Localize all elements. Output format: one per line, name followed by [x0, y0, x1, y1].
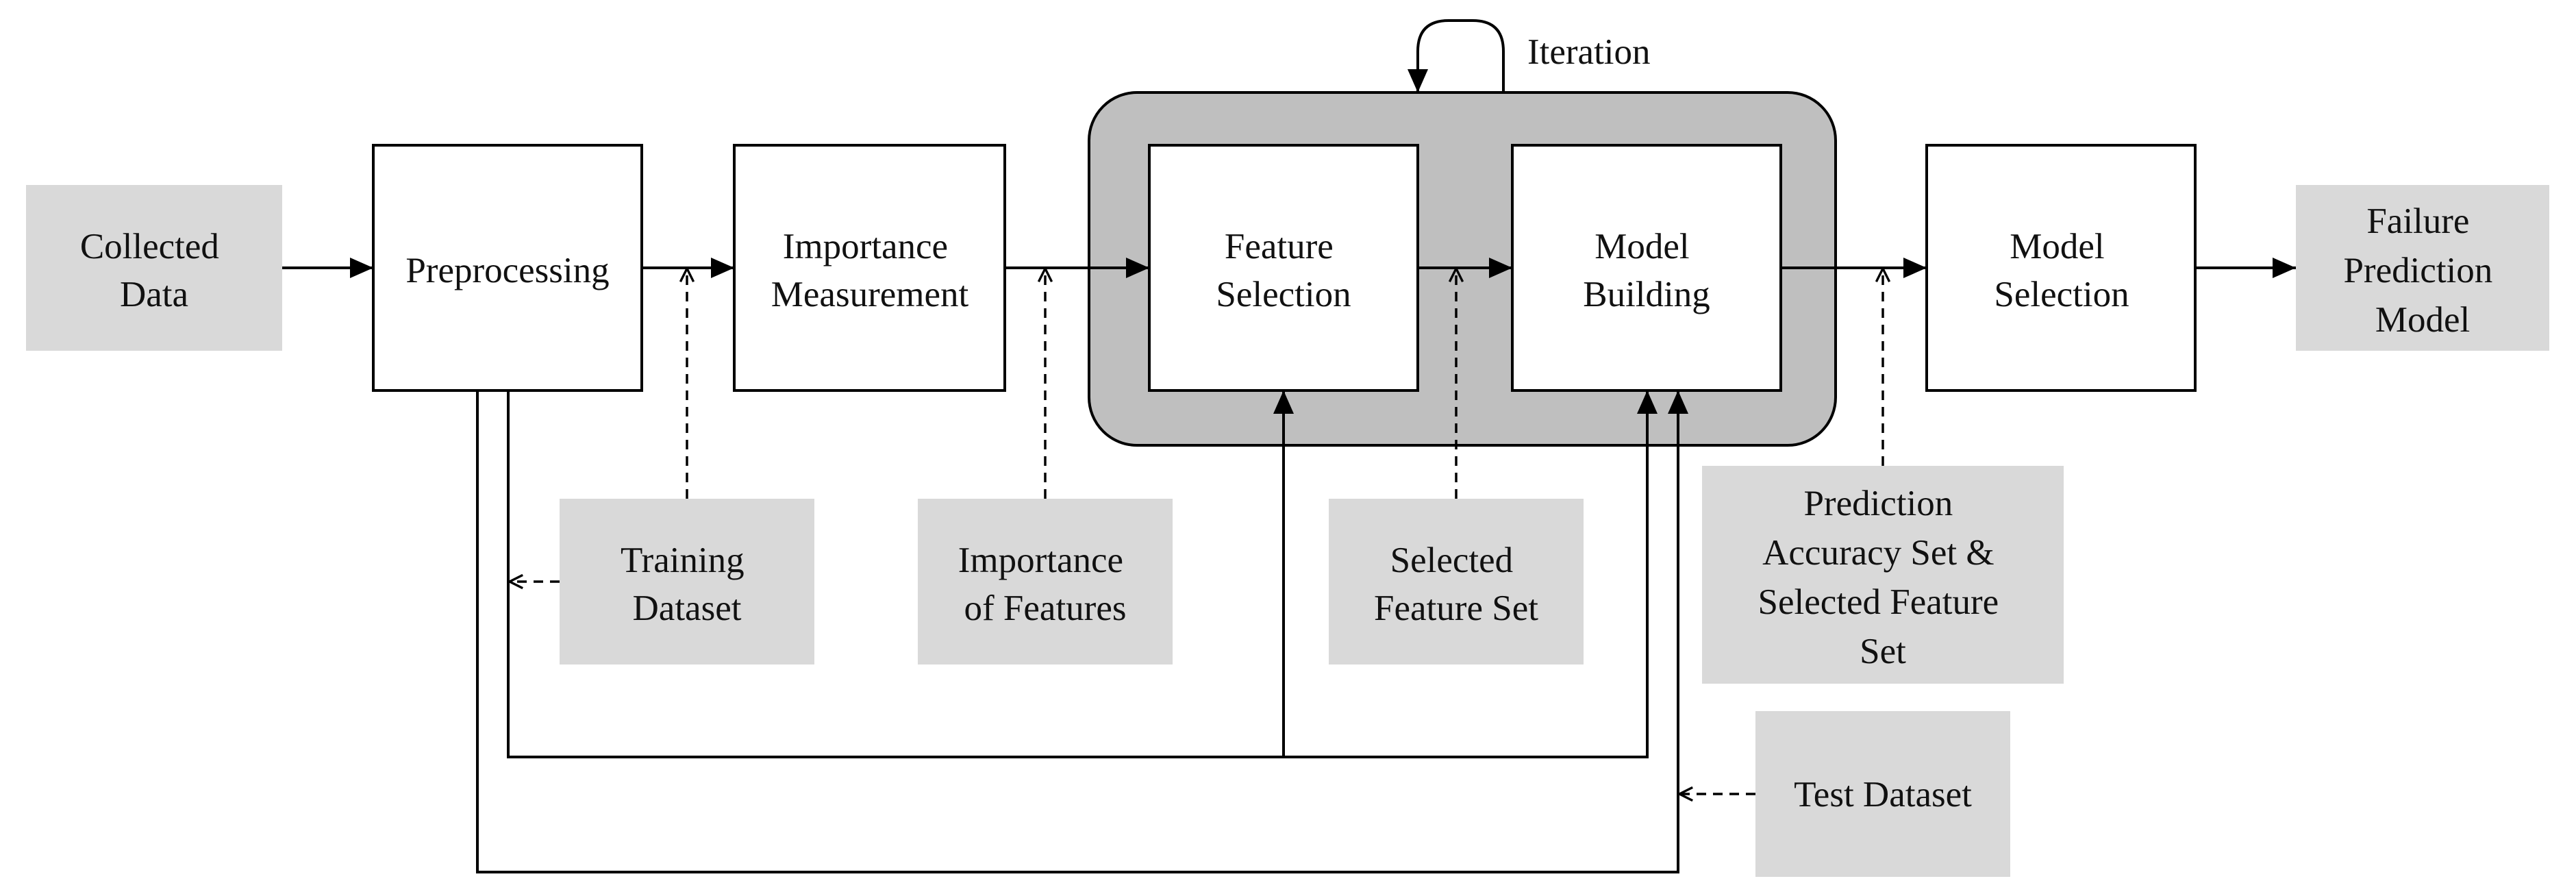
preprocessing-box: Preprocessing: [372, 144, 643, 392]
model-selection-label: Model Selection: [1994, 227, 2129, 314]
importance-of-features-box: Importance of Features: [918, 499, 1173, 665]
importance-measurement-box: Importance Measurement: [733, 144, 1006, 392]
test-data-path: [476, 390, 1688, 873]
training-data-path: [507, 390, 1658, 758]
training-dataset-box: Training Dataset: [560, 499, 814, 665]
preprocessing-label: Preprocessing: [405, 251, 609, 290]
model-building-label: Model Building: [1583, 227, 1710, 314]
training-dataset-label: Training Dataset: [621, 541, 753, 628]
test-dataset-label: Test Dataset: [1794, 775, 1972, 815]
failure-prediction-model-label: Failure Prediction Model: [2343, 201, 2501, 340]
failure-prediction-model-box: Failure Prediction Model: [2296, 185, 2549, 351]
selected-feature-set-box: Selected Feature Set: [1329, 499, 1584, 665]
collected-data-box: Collected Data: [26, 185, 282, 351]
iteration-loop-arrow: [1408, 19, 1505, 92]
model-selection-box: Model Selection: [1925, 144, 2197, 392]
importance-measurement-label: Importance Measurement: [771, 227, 969, 314]
prediction-accuracy-set-box: Prediction Accuracy Set & Selected Featu…: [1702, 466, 2064, 684]
prediction-accuracy-set-label: Prediction Accuracy Set & Selected Featu…: [1758, 484, 2008, 671]
model-building-box: Model Building: [1511, 144, 1782, 392]
selected-feature-set-label: Selected Feature Set: [1374, 541, 1538, 628]
feature-selection-label: Feature Selection: [1216, 227, 1351, 314]
collected-data-label: Collected Data: [80, 227, 228, 314]
feature-selection-box: Feature Selection: [1148, 144, 1419, 392]
importance-of-features-label: Importance of Features: [958, 541, 1133, 628]
iteration-label: Iteration: [1527, 32, 1651, 72]
test-dataset-box: Test Dataset: [1755, 711, 2010, 877]
